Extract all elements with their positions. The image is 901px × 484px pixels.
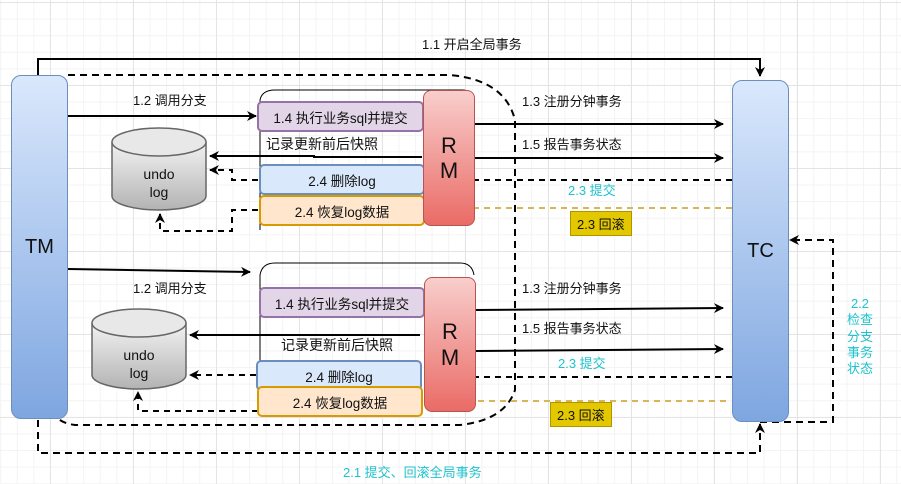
arrow-call-branch-2 xyxy=(67,266,251,277)
exec-sql-box-2[interactable]: 1.4 执行业务sql并提交 xyxy=(259,287,425,318)
undo-log-db-1 xyxy=(111,127,207,211)
restore-log-box-1[interactable]: 2.4 恢复log数据 xyxy=(259,195,425,226)
label-start-global: 1.1 开启全局事务 xyxy=(422,37,522,52)
exec-sql-label-2: 1.4 执行业务sql并提交 xyxy=(274,296,410,312)
rm-2[interactable]: R M xyxy=(424,277,476,412)
restore-log-label-1: 2.4 恢复log数据 xyxy=(294,204,390,220)
rm-letter-r-2: R xyxy=(442,319,458,345)
delete-log-box-2[interactable]: 2.4 删除log xyxy=(256,360,422,391)
tc-actor[interactable]: TC xyxy=(732,80,789,422)
restore-log-label-2: 2.4 恢复log数据 xyxy=(292,395,388,411)
arrow-record-snapshot-1 xyxy=(209,151,422,161)
arrow-report-status-2 xyxy=(474,344,724,355)
rm-letter-m-1: M xyxy=(439,158,459,183)
branch2-container xyxy=(259,262,475,375)
arrow-delete-log-1 xyxy=(209,165,258,181)
undo-log-db-2 xyxy=(91,308,187,390)
rm-letter-m-2: M xyxy=(440,344,460,370)
label-report-status-2: 1.5 报告事务状态 xyxy=(522,321,622,336)
exec-sql-label-1: 1.4 执行业务sql并提交 xyxy=(273,110,408,126)
rm-group-outline xyxy=(54,74,516,426)
label-record-snapshot-1: 记录更新前后快照 xyxy=(266,136,378,152)
exec-sql-box-1[interactable]: 1.4 执行业务sql并提交 xyxy=(257,101,424,132)
arrow-register-branch-2 xyxy=(474,303,724,314)
arrow-global-commit-rollback xyxy=(37,420,765,454)
tm-label: TM xyxy=(25,235,54,258)
delete-log-box-1[interactable]: 2.4 删除log xyxy=(259,164,425,195)
label-call-branch-1: 1.2 调用分支 xyxy=(133,93,207,108)
rm-1[interactable]: R M xyxy=(423,90,475,226)
tc-label: TC xyxy=(747,239,774,262)
label-commit-1: 2.3 提交 xyxy=(568,183,616,198)
arrow-restore-log-2 xyxy=(133,391,258,412)
arrow-restore-log-1 xyxy=(155,209,258,232)
arrow-check-status xyxy=(760,235,834,423)
label-call-branch-2: 1.2 调用分支 xyxy=(133,281,207,296)
rollback-badge-2: 2.3 回滚 xyxy=(550,402,612,427)
rm-letter-r-1: R xyxy=(441,132,457,158)
restore-log-box-2[interactable]: 2.4 恢复log数据 xyxy=(257,386,423,417)
label-check-branch-status: 2.2 检查 分支 事务 状态 xyxy=(846,296,873,376)
rollback-badge-1: 2.3 回滚 xyxy=(570,211,632,236)
delete-log-label-2: 2.4 删除log xyxy=(305,369,373,385)
label-register-branch-2: 1.3 注册分钟事务 xyxy=(522,281,622,296)
arrow-start-global xyxy=(37,58,765,77)
label-global-commit-rollback: 2.1 提交、回滚全局事务 xyxy=(343,465,482,480)
label-register-branch-1: 1.3 注册分钟事务 xyxy=(522,94,622,109)
label-record-snapshot-2: 记录更新前后快照 xyxy=(281,337,393,353)
delete-log-label-1: 2.4 删除log xyxy=(308,173,376,189)
tm-actor[interactable]: TM xyxy=(11,75,68,419)
label-report-status-1: 1.5 报告事务状态 xyxy=(522,137,622,152)
label-commit-2: 2.3 提交 xyxy=(558,356,606,371)
